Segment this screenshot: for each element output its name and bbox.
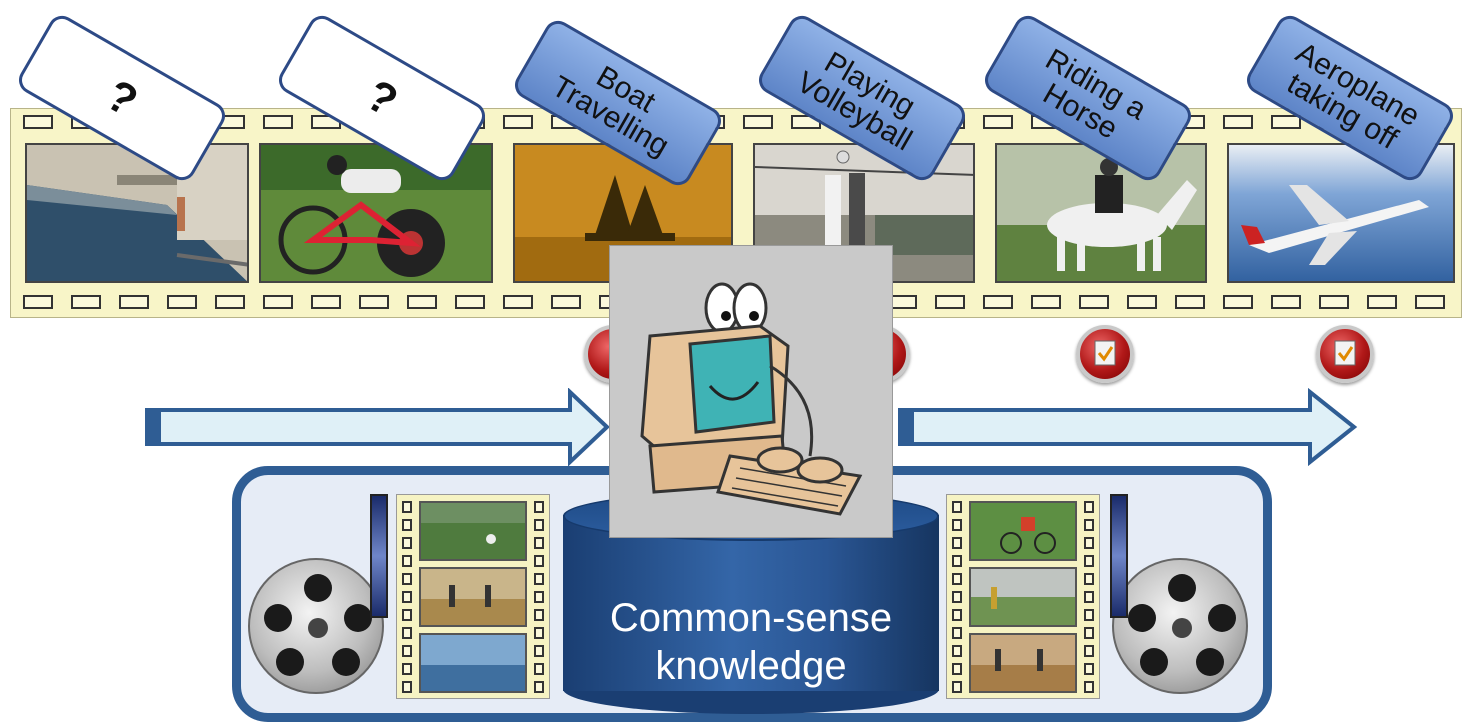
film-perforation <box>23 115 53 129</box>
film-perforation <box>1084 609 1094 621</box>
film-perforation <box>1084 645 1094 657</box>
computer-character-icon <box>609 245 893 538</box>
mini-frame <box>419 633 527 693</box>
film-perforation <box>534 627 544 639</box>
mini-frame <box>419 501 527 561</box>
film-perforation <box>402 645 412 657</box>
film-perforation <box>402 663 412 675</box>
film-perforation <box>402 555 412 567</box>
film-perforation <box>1271 115 1301 129</box>
film-perforation <box>215 295 245 309</box>
film-perforation <box>952 591 962 603</box>
film-perforation <box>1084 537 1094 549</box>
film-perforation <box>534 519 544 531</box>
film-perforation <box>743 115 773 129</box>
film-perforation <box>71 295 101 309</box>
film-perforation <box>407 295 437 309</box>
film-perforation <box>1127 295 1157 309</box>
film-perforation <box>1084 681 1094 693</box>
film-perforation <box>534 573 544 585</box>
film-perforation <box>534 663 544 675</box>
film-perforation <box>1084 573 1094 585</box>
film-perforation <box>952 609 962 621</box>
film-perforation <box>402 627 412 639</box>
check-badge-icon <box>1316 325 1374 383</box>
film-perforation <box>263 295 293 309</box>
arrow-right-icon <box>898 388 1358 466</box>
film-perforation <box>1084 663 1094 675</box>
film-perforations-top <box>11 113 1461 133</box>
film-perforation <box>1079 295 1109 309</box>
film-perforation <box>1223 115 1253 129</box>
film-perforation <box>952 645 962 657</box>
video-frame-horse <box>995 143 1207 283</box>
film-perforation <box>952 537 962 549</box>
film-perforation <box>402 591 412 603</box>
film-perforation <box>1175 295 1205 309</box>
film-perforation <box>1271 295 1301 309</box>
film-perforation <box>1319 295 1349 309</box>
film-perforation <box>983 115 1013 129</box>
film-perforation <box>952 501 962 513</box>
film-perforation <box>534 555 544 567</box>
film-perforation <box>1223 295 1253 309</box>
film-perforation <box>551 295 581 309</box>
film-strip-icon <box>1110 494 1128 618</box>
film-perforation <box>952 519 962 531</box>
mini-film-strip-left <box>396 494 550 699</box>
film-perforation <box>1084 501 1094 513</box>
film-perforation <box>167 295 197 309</box>
film-perforation <box>311 295 341 309</box>
film-perforation <box>1084 519 1094 531</box>
film-perforation <box>1084 555 1094 567</box>
arrow-right-icon <box>145 388 610 466</box>
film-perforation <box>455 295 485 309</box>
film-perforation <box>503 295 533 309</box>
film-perforation <box>1367 295 1397 309</box>
film-perforation <box>402 537 412 549</box>
film-perforation <box>402 681 412 693</box>
tag-label: ? <box>358 70 406 126</box>
film-perforation <box>1031 295 1061 309</box>
film-reel-icon <box>248 558 384 694</box>
film-perforation <box>402 501 412 513</box>
film-perforation <box>23 295 53 309</box>
film-perforation <box>1084 627 1094 639</box>
film-perforation <box>534 501 544 513</box>
mini-frame <box>969 567 1077 627</box>
film-perforation <box>534 537 544 549</box>
film-perforation <box>534 645 544 657</box>
film-perforation <box>534 591 544 603</box>
film-perforation <box>1084 591 1094 603</box>
film-perforation <box>503 115 533 129</box>
film-perforation <box>952 573 962 585</box>
video-frame-aeroplane <box>1227 143 1455 283</box>
tag-label: ? <box>98 70 146 126</box>
mini-film-strip-right <box>946 494 1100 699</box>
film-perforation <box>263 115 293 129</box>
film-reel-icon <box>1112 558 1248 694</box>
film-perforation <box>952 663 962 675</box>
film-perforation <box>935 295 965 309</box>
film-perforation <box>402 573 412 585</box>
film-perforation <box>402 609 412 621</box>
film-perforation <box>534 609 544 621</box>
database-cylinder <box>563 515 939 691</box>
film-perforation <box>1415 295 1445 309</box>
film-perforation <box>119 295 149 309</box>
film-strip-icon <box>370 494 388 618</box>
knowledge-base-label: Common-sense knowledge <box>609 596 893 688</box>
film-perforation <box>359 295 389 309</box>
film-perforation <box>952 681 962 693</box>
mini-frame <box>969 633 1077 693</box>
film-perforation <box>952 627 962 639</box>
mini-frame <box>419 567 527 627</box>
check-badge-icon <box>1076 325 1134 383</box>
film-perforation <box>534 681 544 693</box>
film-perforation <box>952 555 962 567</box>
film-perforation <box>983 295 1013 309</box>
film-perforation <box>402 519 412 531</box>
video-frame-diving <box>25 143 249 283</box>
mini-frame <box>969 501 1077 561</box>
